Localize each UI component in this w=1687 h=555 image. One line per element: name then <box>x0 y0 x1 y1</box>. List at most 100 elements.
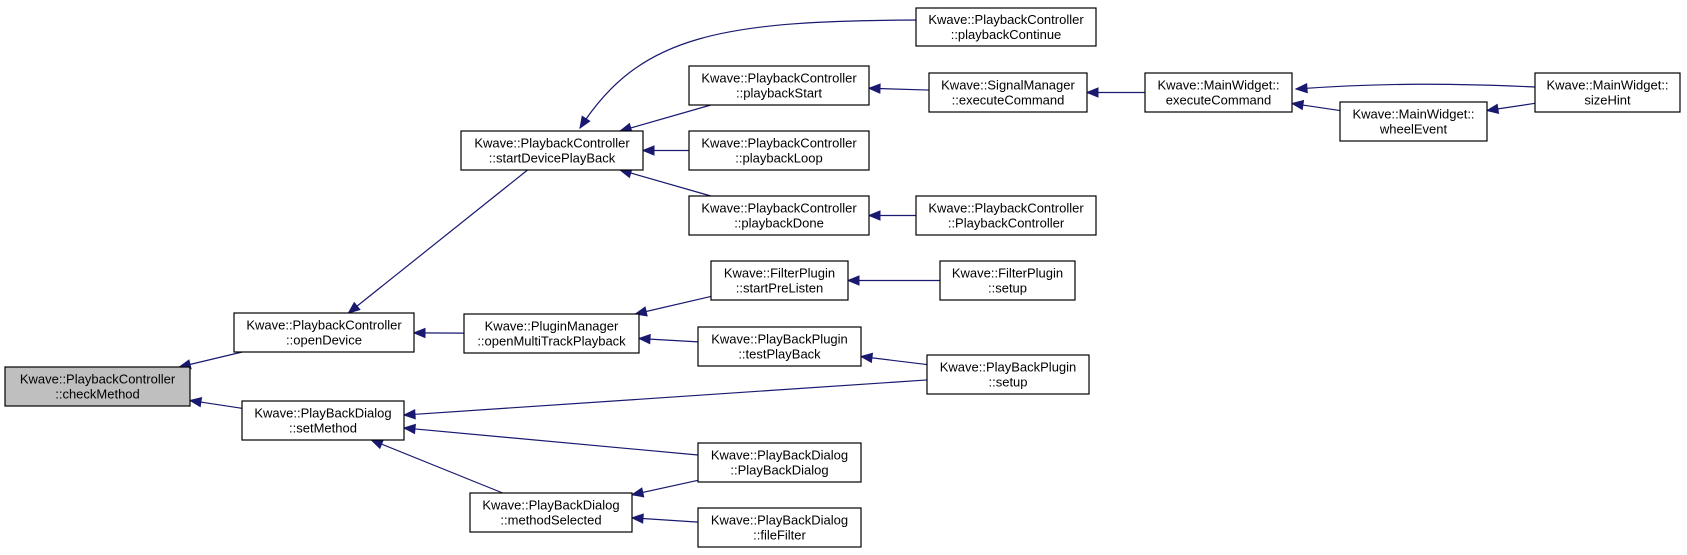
node-executeCommandMW[interactable]: Kwave::MainWidget::executeCommand <box>1144 72 1293 113</box>
node-sizeHint[interactable]: Kwave::MainWidget::sizeHint <box>1534 72 1681 113</box>
arrowhead-icon <box>370 439 384 450</box>
arrowhead-icon <box>1485 103 1500 114</box>
node-label-line: Kwave::MainWidget:: <box>1546 78 1668 93</box>
node-label-line: Kwave::PlaybackController <box>701 136 857 151</box>
node-label-line: ::setup <box>988 281 1027 296</box>
edge-wheelEvent-to-executeCommandMW <box>1290 99 1341 112</box>
node-label-line: Kwave::PlayBackDialog <box>482 498 619 513</box>
node-label-line: ::playbackContinue <box>951 27 1062 42</box>
node-label-line: ::setup <box>988 375 1027 390</box>
node-PlaybackControllerCtor[interactable]: Kwave::PlaybackController::PlaybackContr… <box>915 195 1097 236</box>
node-label-line: Kwave::MainWidget:: <box>1352 107 1474 122</box>
edges-layer <box>178 19 1536 524</box>
arrowhead-icon <box>402 409 416 420</box>
node-playbackDone[interactable]: Kwave::PlaybackController::playbackDone <box>688 195 870 236</box>
edge-setMethod-to-checkMethod <box>188 396 243 409</box>
node-label-line: Kwave::PlayBackDialog <box>254 406 391 421</box>
nodes-layer: Kwave::PlaybackController::checkMethodKw… <box>4 7 1681 548</box>
edge-sizeHint-to-executeCommandMW <box>1294 82 1536 94</box>
node-box <box>241 400 405 441</box>
edge-line <box>403 379 928 416</box>
arrowhead-icon <box>188 396 203 408</box>
arrowhead-icon <box>347 301 361 314</box>
node-label-line: ::playbackLoop <box>735 151 822 166</box>
edge-testPlayBack-to-openMultiTrackPlayback <box>637 333 699 345</box>
node-label-line: Kwave::PlaybackController <box>928 201 1084 216</box>
node-label-line: Kwave::PlaybackController <box>474 136 630 151</box>
edge-line <box>371 439 503 494</box>
node-box <box>1144 72 1293 113</box>
node-box <box>688 130 870 171</box>
node-methodSelected[interactable]: Kwave::PlayBackDialog::methodSelected <box>469 492 633 533</box>
edge-line <box>619 169 712 197</box>
node-label-line: Kwave::PlayBackPlugin <box>940 360 1077 375</box>
node-PlayBackDialog[interactable]: Kwave::PlayBackDialog::PlayBackDialog <box>697 442 862 483</box>
edge-PlayBackPluginSetup-to-testPlayBack <box>859 352 928 366</box>
edge-playbackContinue-to-startDevicePlayBack <box>579 19 929 130</box>
node-startDevicePlayBack[interactable]: Kwave::PlaybackController::startDevicePl… <box>460 130 644 171</box>
node-label-line: ::startDevicePlayBack <box>489 151 616 166</box>
node-openMultiTrackPlayback[interactable]: Kwave::PluginManager::openMultiTrackPlay… <box>463 313 640 354</box>
node-box <box>688 65 870 106</box>
node-label-line: ::checkMethod <box>55 387 140 402</box>
edge-PlayBackPluginSetup-to-setMethod <box>402 379 928 420</box>
node-label-line: Kwave::MainWidget:: <box>1157 78 1279 93</box>
edge-executeCommandMW-to-executeCommandSM <box>1085 87 1145 98</box>
node-testPlayBack[interactable]: Kwave::PlayBackPlugin::testPlayBack <box>697 326 862 367</box>
edge-PlayBackDialog-to-setMethod <box>402 423 699 456</box>
node-label-line: ::methodSelected <box>500 513 601 528</box>
node-wheelEvent[interactable]: Kwave::MainWidget::wheelEvent <box>1339 101 1488 142</box>
node-box <box>926 354 1090 395</box>
node-label-line: ::playbackStart <box>736 86 822 101</box>
node-checkMethod[interactable]: Kwave::PlaybackController::checkMethod <box>4 366 191 407</box>
node-label-line: sizeHint <box>1584 93 1631 108</box>
node-label-line: ::PlayBackDialog <box>730 463 828 478</box>
arrowhead-icon <box>1085 87 1099 98</box>
arrowhead-icon <box>859 352 874 364</box>
node-label-line: executeCommand <box>1166 93 1272 108</box>
node-playbackContinue[interactable]: Kwave::PlaybackController::playbackConti… <box>915 7 1097 47</box>
node-executeCommandSM[interactable]: Kwave::SignalManager::executeCommand <box>928 72 1088 113</box>
node-PlayBackPluginSetup[interactable]: Kwave::PlayBackPlugin::setup <box>926 354 1090 395</box>
node-box <box>4 366 191 407</box>
node-box <box>463 313 640 354</box>
node-label-line: Kwave::SignalManager <box>941 78 1075 93</box>
node-box <box>710 260 849 301</box>
node-box <box>1534 72 1681 113</box>
node-label-line: ::playbackDone <box>734 216 824 231</box>
edge-executeCommandSM-to-playbackStart <box>867 83 930 94</box>
node-box <box>697 507 862 548</box>
node-playbackLoop[interactable]: Kwave::PlaybackController::playbackLoop <box>688 130 870 171</box>
arrowhead-icon <box>846 275 860 286</box>
edge-sizeHint-to-wheelEvent <box>1485 102 1536 114</box>
node-box <box>233 312 415 353</box>
node-box <box>928 72 1088 113</box>
arrowhead-icon <box>412 327 426 339</box>
edge-line <box>1295 83 1536 90</box>
edge-openMultiTrackPlayback-to-openDevice <box>412 327 465 339</box>
node-box <box>469 492 633 533</box>
edge-openDevice-to-checkMethod <box>178 351 243 370</box>
node-label-line: ::openMultiTrackPlayback <box>477 334 626 349</box>
edge-startDevicePlayBack-to-openDevice <box>347 169 528 314</box>
node-startPreListen[interactable]: Kwave::FilterPlugin::startPreListen <box>710 260 849 301</box>
node-label-line: Kwave::PluginManager <box>485 319 619 334</box>
node-box <box>697 326 862 367</box>
node-FilterPluginSetup[interactable]: Kwave::FilterPlugin::setup <box>939 260 1076 301</box>
node-playbackStart[interactable]: Kwave::PlaybackController::playbackStart <box>688 65 870 106</box>
edge-line <box>635 295 712 315</box>
arrowhead-icon <box>867 210 881 221</box>
node-label-line: ::fileFilter <box>753 528 806 543</box>
edge-playbackLoop-to-startDevicePlayBack <box>641 145 689 156</box>
node-openDevice[interactable]: Kwave::PlaybackController::openDevice <box>233 312 415 353</box>
node-label-line: Kwave::PlaybackController <box>246 318 402 333</box>
node-box <box>939 260 1076 301</box>
node-box <box>697 442 862 483</box>
node-setMethod[interactable]: Kwave::PlayBackDialog::setMethod <box>241 400 405 441</box>
arrowhead-icon <box>630 487 645 498</box>
node-fileFilter[interactable]: Kwave::PlayBackDialog::fileFilter <box>697 507 862 548</box>
arrowhead-icon <box>579 115 591 130</box>
arrowhead-icon <box>867 83 881 94</box>
node-box <box>1339 101 1488 142</box>
